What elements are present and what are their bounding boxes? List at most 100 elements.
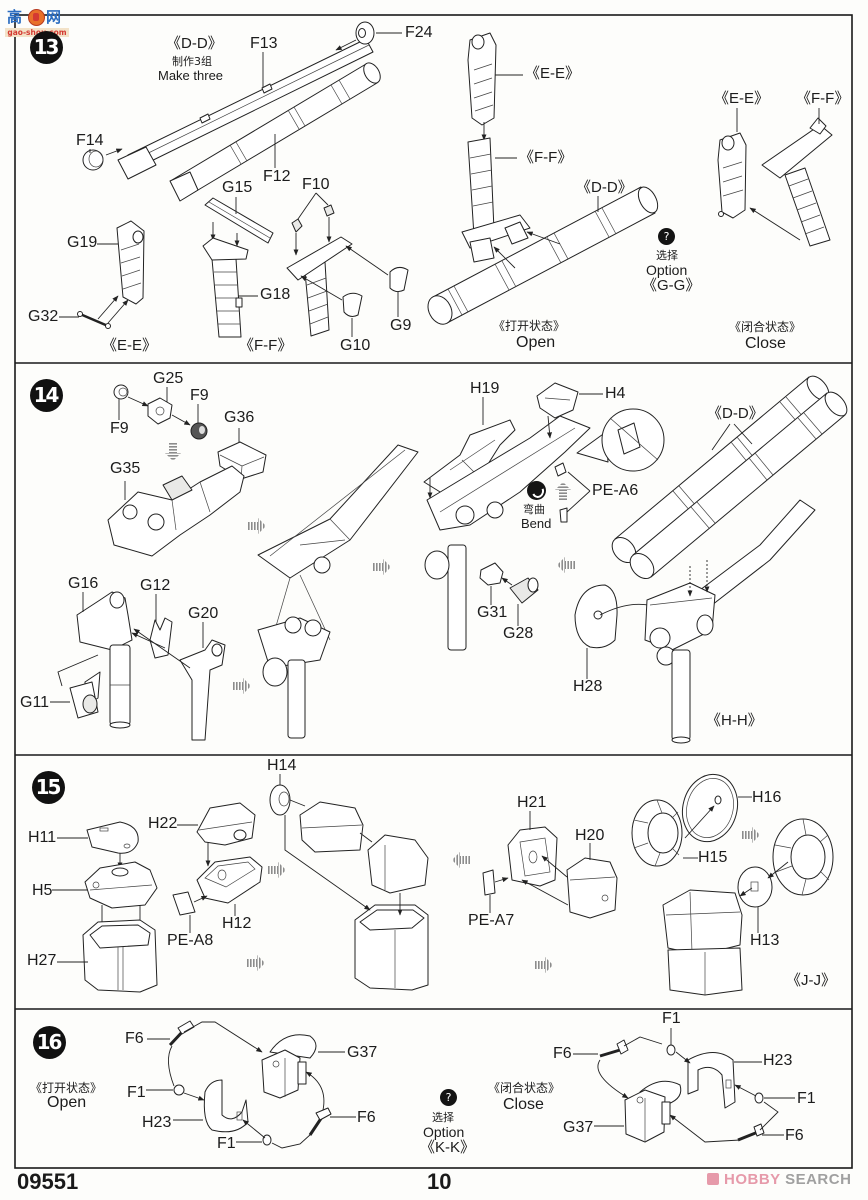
logo-char-left: 高 [7,8,23,26]
step-number-badge: 13 [30,31,63,64]
part-h12-tray [196,856,263,904]
view-label: 《J-J》 [786,972,836,989]
open-state-label-cn: 《打开状态》 [30,1081,103,1095]
part-ee-stand [467,32,497,126]
option-label: Option [646,262,688,278]
part-f10-pieces [291,204,335,233]
part-g37-sight [624,1080,682,1143]
part-ff-closed [761,117,833,247]
part-label: F1 [662,1010,681,1027]
part-label: F6 [785,1127,804,1144]
part-dd-launch-tube [427,186,659,325]
open-state-label-cn: 《打开状态》 [493,319,566,333]
part-g20-bracket [179,639,226,741]
part-label: H19 [470,380,500,397]
part-label: F9 [110,420,129,437]
part-label: H27 [27,952,57,969]
next-step-arrow-icon [247,955,265,971]
part-f6-pin [168,1020,195,1047]
view-label: 《E-E》 [102,337,158,354]
part-label: F1 [217,1135,236,1152]
next-step-arrow-icon [268,862,286,878]
part-label: F1 [797,1090,816,1107]
part-label: F24 [405,24,433,41]
watermark-brand: HOBBY [724,1171,781,1188]
part-label: G15 [222,179,253,196]
part-label: PE-A6 [592,482,639,499]
next-step-arrow-icon [535,957,553,973]
option-label-cn: 选择 [656,249,678,262]
part-label: H5 [32,882,53,899]
question-option-icon: ? [440,1089,457,1106]
part-label: G19 [67,234,98,251]
next-step-arrow-icon [555,482,571,500]
next-step-arrow-icon [165,443,181,461]
next-step-arrow-icon [248,518,266,534]
part-label: G31 [477,604,508,621]
part-h28-disc [574,584,618,649]
open-state-label: Open [516,334,556,351]
part-label: H11 [28,829,57,846]
part-f6-pin [599,1039,629,1058]
part-g15-rail [204,197,274,244]
part-f9-left [113,384,129,400]
view-label: 《D-D》 [576,179,633,196]
part-label: G35 [110,460,141,477]
part-label: H20 [575,827,605,844]
part-h4 [536,382,579,419]
part-label: H23 [763,1052,793,1069]
part-h22-box [196,802,256,846]
step-number-badge: 16 [33,1026,66,1059]
part-label: G20 [188,605,219,622]
part-f1-washer [754,1092,764,1104]
part-pe-a6 [554,462,568,523]
part-label: PE-A7 [468,912,515,929]
step-number-badge: 14 [30,379,63,412]
question-option-icon: ? [658,228,675,245]
page-frame [14,14,853,1169]
part-hh-mount-assembly [644,499,816,744]
close-state-label: Close [745,335,786,352]
part-f1-washer [173,1084,185,1096]
part-label: F6 [357,1109,376,1126]
bend-label-cn: 弯曲 [523,503,545,516]
bend-icon [527,481,546,500]
bend-label: Bend [521,516,552,531]
part-g25 [147,397,173,425]
part-h16-disc [681,773,739,843]
part-f6-pin [737,1123,765,1142]
option-view-label: 《G-G》 [642,277,701,294]
part-label: H15 [698,849,728,866]
logo-char-right: 网 [46,8,62,26]
part-g12-fork [149,617,173,659]
part-label: G28 [503,625,534,642]
part-jj-assembly [662,889,743,996]
part-label: H4 [605,385,626,402]
part-f12-tube [169,62,381,202]
next-step-arrow-icon [233,678,251,694]
next-step-arrow-icon [742,827,760,843]
part-f14-cap [82,149,104,171]
part-label: F12 [263,168,291,185]
part-g10 [342,292,363,317]
part-label: H28 [573,678,603,695]
kit-number: 09551 [17,1169,79,1194]
part-h13-disc [737,866,773,908]
watermark-brand-2: SEARCH [785,1171,852,1188]
part-h27-housing [82,919,158,993]
view-label: 《F-F》 [519,149,573,166]
part-g35-base [107,465,245,557]
part-f6-pin [308,1107,332,1136]
part-label: H13 [750,932,780,949]
part-f1-washer [262,1134,272,1146]
part-label: G32 [28,308,59,325]
view-label: 《F-F》 [796,90,850,107]
subassembly-title: 《D-D》 [166,35,223,52]
view-label: 《D-D》 [707,405,764,422]
part-g18-ladder [202,237,249,338]
part-label: F13 [250,35,278,52]
option-label-cn: 选择 [432,1111,454,1124]
part-ee-closed [717,132,747,219]
part-h23-band [687,1052,736,1109]
part-label: F10 [302,176,330,193]
